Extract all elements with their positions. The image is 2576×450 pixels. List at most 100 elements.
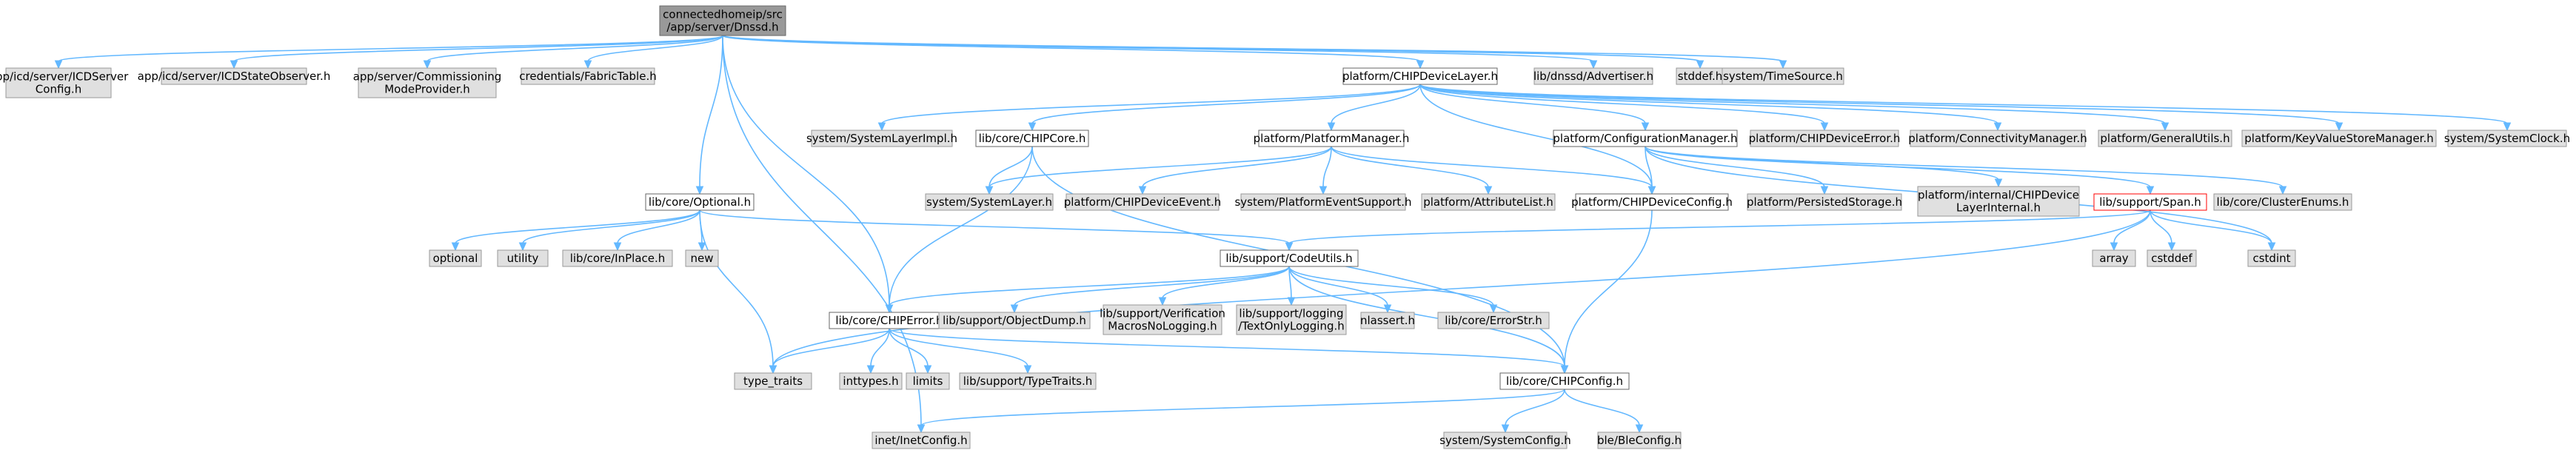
node-label: platform/internal/CHIPDevice (1918, 189, 2079, 202)
node-label: lib/core/CHIPConfig.h (1506, 375, 1623, 388)
node-suptypetraits: lib/support/TypeTraits.h (959, 372, 1097, 390)
edge-arrowhead (1327, 122, 1336, 132)
node-bleconfig: ble/BleConfig.h (1597, 431, 1682, 449)
edge-arrowhead (1023, 365, 1032, 375)
node-label: limits (913, 375, 943, 388)
node-label: connectedhomeip/src (663, 8, 783, 21)
dependency-edge-root-to-icd_observer (230, 35, 723, 70)
dependency-edge-deviceconfig-to-chipconfig (1560, 209, 1653, 375)
node-box (2447, 130, 2567, 147)
node-deviceconfig[interactable]: platform/CHIPDeviceConfig.h (1571, 193, 1733, 211)
node-span[interactable]: lib/support/Span.h (2093, 193, 2207, 211)
dependency-edge-configmgr-to-persisted (1645, 146, 1829, 195)
node-limits: limits (906, 372, 950, 390)
node-box (1437, 312, 1550, 329)
edge-arrowhead (1820, 122, 1829, 132)
node-label: lib/core/Optional.h (649, 195, 751, 209)
edge-arrowhead (1028, 122, 1037, 132)
edge-arrowhead (2167, 242, 2176, 252)
dependency-edge-codeutils-to-textonly (1287, 266, 1296, 306)
node-box (1421, 193, 1556, 211)
edge-arrowhead (1484, 186, 1493, 195)
node-label: /app/server/Dnssd.h (666, 21, 778, 34)
node-label: MacrosNoLogging.h (1108, 320, 1217, 333)
edge-arrowhead (985, 186, 994, 195)
node-chipcore[interactable]: lib/core/CHIPCore.h (975, 130, 1089, 147)
node-configmgr[interactable]: platform/ConfigurationManager.h (1553, 130, 1738, 147)
dependency-edge-chiperror-to-typetraits (769, 328, 890, 375)
node-utility: utility (497, 249, 549, 267)
node-textonly: lib/support/logging/TextOnlyLogging.h (1236, 304, 1347, 335)
edge-arrowhead (1635, 424, 1644, 434)
node-label: app/icd/server/ICDServer (0, 70, 129, 84)
node-label: platform/PlatformManager.h (1254, 132, 1410, 145)
node-label: /TextOnlyLogging.h (1238, 320, 1345, 333)
node-stddef: stddef.h (1676, 67, 1724, 85)
node-box (734, 372, 812, 390)
node-devicelayer[interactable]: platform/CHIPDeviceLayer.h (1342, 67, 1498, 85)
node-box (1910, 130, 2086, 147)
node-label: app/server/Commissioning (353, 70, 502, 84)
node-label: ble/BleConfig.h (1597, 434, 1682, 447)
node-label: lib/support/Span.h (2099, 195, 2201, 209)
edge-arrowhead (1158, 297, 1167, 306)
node-label: platform/ConfigurationManager.h (1553, 132, 1737, 145)
node-label: inet/InetConfig.h (874, 434, 967, 447)
node-box (2093, 193, 2207, 211)
node-std_optional: optional (429, 249, 482, 267)
dependency-edge-platformmgr-to-attrlist (1331, 146, 1493, 195)
edge-arrowhead (2146, 186, 2155, 195)
node-codeutils[interactable]: lib/support/CodeUtils.h (1220, 249, 1359, 267)
node-fabric: credentials/FabricTable.h (519, 67, 657, 85)
node-box (645, 193, 755, 211)
node-box (1917, 186, 2080, 217)
node-box (839, 372, 903, 390)
node-label: system/SystemLayerImpl.h (806, 132, 957, 145)
dependency-edge-platformmgr-to-syslayer (985, 146, 1332, 195)
edge-arrowhead (2161, 122, 2169, 132)
nodes-layer: connectedhomeip/src/app/server/Dnssd.h ap… (0, 5, 2570, 449)
node-label: platform/GeneralUtils.h (2100, 132, 2229, 145)
node-box (1575, 193, 1729, 211)
dependency-edge-devicelayer-to-kvstore (1419, 84, 2344, 132)
node-label: lib/support/Verification (1100, 307, 1225, 320)
node-chipconfig[interactable]: lib/core/CHIPConfig.h (1499, 372, 1630, 390)
node-box (1220, 249, 1359, 267)
edge-arrowhead (1994, 178, 2003, 188)
node-icd_observer: app/icd/server/ICDStateObserver.h (138, 67, 331, 85)
node-box (811, 130, 953, 147)
node-optional[interactable]: lib/core/Optional.h (645, 193, 755, 211)
node-syslayerimpl: system/SystemLayerImpl.h (806, 130, 957, 147)
edge-arrowhead (451, 242, 460, 252)
edge-arrowhead (697, 242, 706, 252)
dependency-edge-platformmgr-to-eventsupport (1319, 146, 1332, 195)
dependency-edge-optional-to-std_optional (451, 209, 700, 252)
node-clusterenums: lib/core/ClusterEnums.h (2213, 193, 2352, 211)
node-box (975, 130, 1089, 147)
node-timesource: system/TimeSource.h (1722, 67, 1844, 85)
dependency-edge-span-to-cstddef (2150, 209, 2176, 252)
node-persisted: platform/PersistedStorage.h (1747, 193, 1902, 211)
node-typetraits: type_traits (734, 372, 812, 390)
node-chiperror[interactable]: lib/core/CHIPError.h (829, 312, 950, 329)
dependency-edge-root-to-commissioning (423, 35, 723, 70)
node-attrlist: platform/AttributeList.h (1421, 193, 1556, 211)
edge-arrowhead (1589, 60, 1598, 70)
dependency-edge-platformmgr-to-deviceevent (1138, 146, 1332, 195)
edge-arrowhead (1820, 186, 1829, 195)
dependency-edge-devicelayer-to-configmgr (1419, 84, 1650, 132)
dependency-edge-devicelayer-to-deviceerror (1419, 84, 1829, 132)
node-platformmgr[interactable]: platform/PlatformManager.h (1254, 130, 1410, 147)
node-label: lib/core/InPlace.h (570, 252, 666, 265)
node-inetconfig: inet/InetConfig.h (872, 431, 971, 449)
node-label: app/icd/server/ICDStateObserver.h (138, 70, 331, 83)
node-root[interactable]: connectedhomeip/src/app/server/Dnssd.h (659, 5, 786, 36)
dependency-edge-devicelayer-to-platformmgr (1327, 84, 1421, 132)
dependency-edge-configmgr-to-clusterenums (1645, 146, 2287, 195)
node-box (1533, 67, 1653, 85)
node-box (2147, 249, 2197, 267)
edge-arrowhead (1647, 186, 1656, 195)
node-box (685, 249, 719, 267)
node-box (1750, 130, 1899, 147)
